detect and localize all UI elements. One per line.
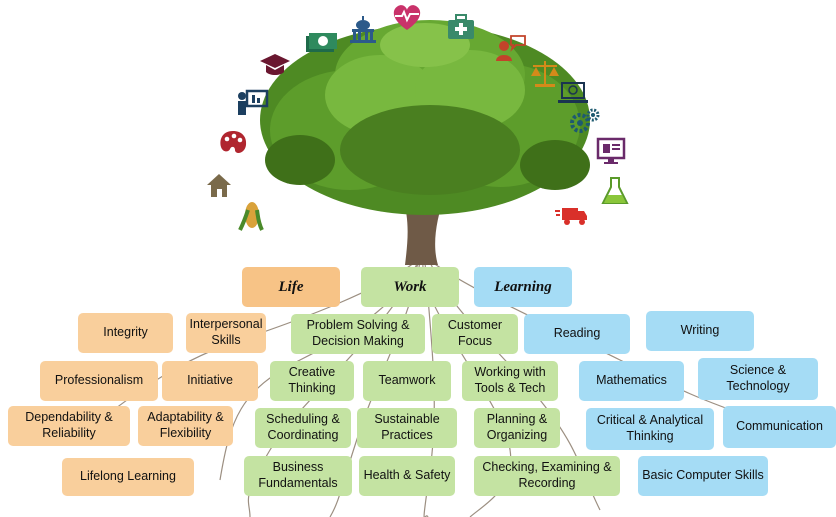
corn-icon bbox=[234, 200, 268, 234]
work-problem-solving: Problem Solving & Decision Making bbox=[291, 314, 425, 354]
lawyer-icon bbox=[494, 30, 528, 64]
house-icon bbox=[202, 168, 236, 202]
life-integrity: Integrity bbox=[78, 313, 173, 353]
work-planning-organizing: Planning & Organizing bbox=[474, 408, 560, 448]
life-dependability-reliability: Dependability & Reliability bbox=[8, 406, 130, 446]
life-professionalism: Professionalism bbox=[40, 361, 158, 401]
learning-science-technology: Science & Technology bbox=[698, 358, 818, 400]
work-customer-focus: Customer Focus bbox=[432, 314, 518, 354]
learning-mathematics: Mathematics bbox=[579, 361, 684, 401]
work-working-with-tools: Working with Tools & Tech bbox=[462, 361, 558, 401]
learning-critical-analytical-thinking: Critical & Analytical Thinking bbox=[586, 408, 714, 450]
money-icon bbox=[304, 26, 338, 60]
work-business-fundamentals: Business Fundamentals bbox=[244, 456, 352, 496]
capitol-icon bbox=[346, 12, 380, 46]
work-checking-examining: Checking, Examining & Recording bbox=[474, 456, 620, 496]
gears-icon bbox=[568, 104, 602, 138]
work-creative-thinking: Creative Thinking bbox=[270, 361, 354, 401]
life-lifelong-learning: Lifelong Learning bbox=[62, 458, 194, 496]
graduation-cap-icon bbox=[258, 48, 292, 82]
work-scheduling-coordinating: Scheduling & Coordinating bbox=[255, 408, 351, 448]
work-header: Work bbox=[361, 267, 459, 307]
work-teamwork: Teamwork bbox=[363, 361, 451, 401]
life-initiative: Initiative bbox=[162, 361, 258, 401]
learning-communication: Communication bbox=[723, 406, 836, 448]
life-header: Life bbox=[242, 267, 340, 307]
heartbeat-icon bbox=[390, 0, 424, 34]
laptop-icon bbox=[556, 76, 590, 110]
learning-writing: Writing bbox=[646, 311, 754, 351]
first-aid-kit-icon bbox=[444, 10, 478, 44]
life-interpersonal-skills: Interpersonal Skills bbox=[186, 313, 266, 353]
learning-reading: Reading bbox=[524, 314, 630, 354]
life-adaptability-flexibility: Adaptability & Flexibility bbox=[138, 406, 233, 446]
delivery-truck-icon bbox=[554, 198, 588, 232]
scales-icon bbox=[528, 56, 562, 90]
work-sustainable-practices: Sustainable Practices bbox=[357, 408, 457, 448]
teacher-icon bbox=[235, 86, 269, 120]
tree-canopy bbox=[260, 20, 590, 215]
work-health-safety: Health & Safety bbox=[359, 456, 455, 496]
learning-basic-computer-skills: Basic Computer Skills bbox=[638, 456, 768, 496]
palette-icon bbox=[216, 126, 250, 160]
monitor-icon bbox=[594, 134, 628, 168]
flask-icon bbox=[598, 174, 632, 208]
learning-header: Learning bbox=[474, 267, 572, 307]
